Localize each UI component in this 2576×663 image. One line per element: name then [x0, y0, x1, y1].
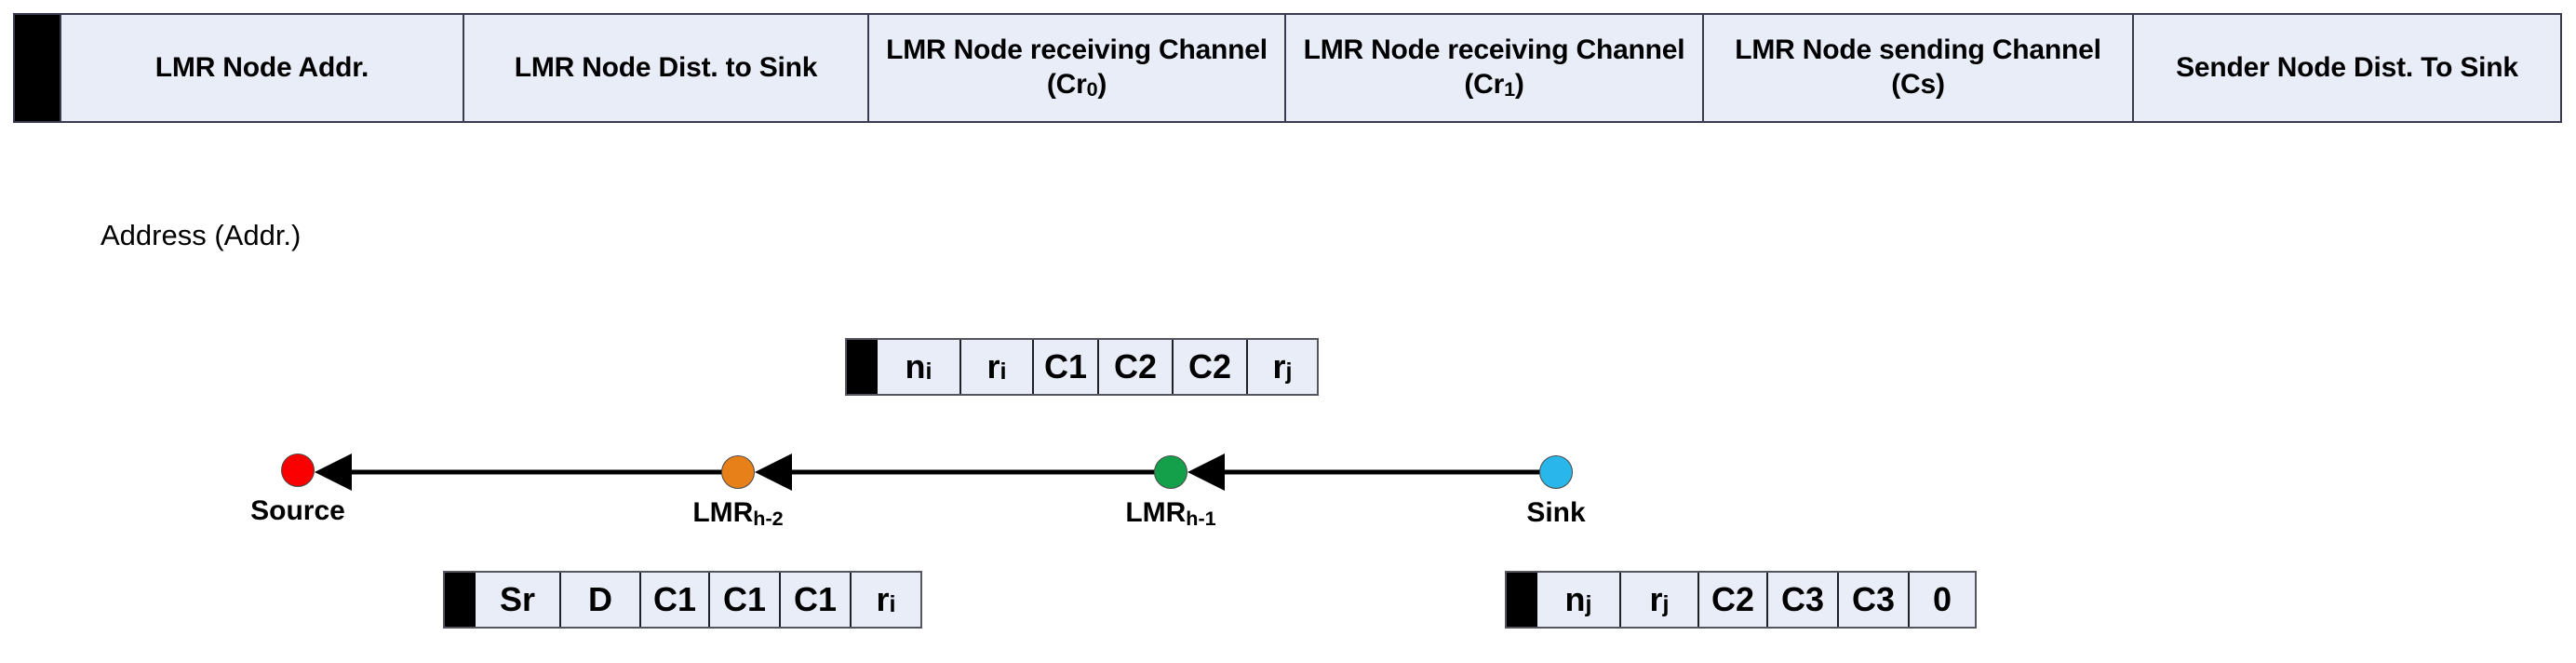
packet-stub-swatch — [847, 340, 878, 394]
packet-field-c3: C3 — [1837, 573, 1908, 627]
packet-field-d: D — [559, 573, 639, 627]
arrow-lmrh1-to-lmrh2 — [755, 453, 1171, 491]
arrow-lmrh2-to-source — [315, 453, 738, 491]
packet-field-label: n — [905, 347, 926, 386]
legend-cell-lmr-send-cs: LMR Node sending Channel (Cs) — [1702, 15, 2132, 121]
node-label-lmr-h-1: LMRh-1 — [1125, 497, 1216, 531]
arrow-head — [1187, 453, 1225, 491]
packet-stub-swatch — [1507, 573, 1537, 627]
packet-field-label: r — [876, 580, 890, 618]
legend-label-sender-dist-sink: Sender Node Dist. To Sink — [2176, 51, 2518, 83]
packet-field-label: C1 — [1043, 347, 1088, 386]
packet-field-label: C2 — [1113, 347, 1158, 386]
packet-field-label: C2 — [1711, 580, 1755, 618]
node-label-source: Source — [250, 495, 345, 527]
packet-stub-swatch — [445, 573, 476, 627]
legend-cell-lmr-recv-cr1: LMR Node receiving Channel (Cr1) — [1284, 15, 1702, 121]
node-label-lmr-h-2: LMRh-2 — [692, 497, 784, 531]
legend-cell-lmr-node-addr: LMR Node Addr. — [60, 15, 463, 121]
packet-field-c1: C1 — [708, 573, 779, 627]
legend-label-lmr-node-addr: LMR Node Addr. — [154, 51, 369, 83]
legend-cell-sender-dist-sink: Sender Node Dist. To Sink — [2132, 15, 2560, 121]
legend-label-lmr-node-dist-sink: LMR Node Dist. to Sink — [514, 51, 818, 83]
node-source[interactable] — [281, 453, 315, 487]
chain-arrows — [315, 453, 1556, 491]
packet-field-subscript: j — [1285, 358, 1293, 385]
packet-field-c1: C1 — [1032, 340, 1097, 394]
node-lmr-h-2[interactable] — [721, 455, 755, 489]
arrow-sink-to-lmrh1 — [1187, 453, 1556, 491]
packet-field-subscript: i — [1000, 358, 1007, 385]
packet-field-label: n — [1564, 580, 1586, 618]
packet-field-label: r — [1272, 347, 1286, 386]
legend-label-lmr-send-cs: LMR Node sending Channel (Cs) — [1735, 34, 2101, 100]
legend-table: LMR Node Addr. LMR Node Dist. to Sink LM… — [13, 13, 2562, 123]
packet-field-label: C1 — [793, 580, 838, 618]
legend-label-lmr-recv-cr1: LMR Node receiving Channel (Cr1) — [1303, 34, 1685, 101]
legend-sub-cr1: 1 — [1504, 77, 1515, 101]
packet-field-c3: C3 — [1766, 573, 1837, 627]
arrow-head — [755, 453, 792, 491]
node-label-text: Sink — [1526, 497, 1586, 528]
node-label-text: LMR — [692, 497, 754, 528]
packet-field-label: r — [986, 347, 1000, 386]
node-sink[interactable] — [1539, 455, 1573, 489]
legend-cell-lmr-node-dist-sink: LMR Node Dist. to Sink — [463, 15, 867, 121]
packet-field-subscript: i — [889, 590, 896, 617]
packet-field-c2: C2 — [1697, 573, 1766, 627]
packet-field-label: 0 — [1932, 580, 1952, 618]
node-label-subscript: h-1 — [1186, 507, 1216, 531]
packet-field-subscript: i — [925, 358, 932, 385]
node-lmr-h-1[interactable] — [1154, 455, 1187, 489]
legend-cell-lmr-recv-cr0: LMR Node receiving Channel (Cr0) — [867, 15, 1284, 121]
packet-field-label: C3 — [1851, 580, 1896, 618]
packet-field-c1: C1 — [779, 573, 850, 627]
packet-field-label: C2 — [1187, 347, 1232, 386]
packet-field-sr: Sr — [476, 573, 559, 627]
packet-field-label: C1 — [652, 580, 697, 618]
packet-field-label: r — [1649, 580, 1663, 618]
packet-field-label: C1 — [722, 580, 767, 618]
packet-field-label: Sr — [499, 580, 536, 618]
node-label-text: Source — [250, 495, 345, 526]
node-label-sink: Sink — [1526, 497, 1585, 529]
packet-field-subscript: j — [1585, 590, 1592, 617]
node-label-text: LMR — [1125, 497, 1187, 528]
arrow-head — [315, 453, 352, 491]
address-caption: Address (Addr.) — [101, 219, 302, 251]
packet-field-label: D — [588, 580, 612, 618]
packet-field-c2: C2 — [1097, 340, 1172, 394]
packet-field-c1: C1 — [639, 573, 708, 627]
node-label-subscript: h-2 — [753, 507, 784, 531]
packet-field-0: 0 — [1908, 573, 1975, 627]
packet-field-c2: C2 — [1172, 340, 1246, 394]
legend-stub-swatch — [15, 15, 60, 121]
legend-label-lmr-recv-cr0: LMR Node receiving Channel (Cr0) — [886, 34, 1268, 101]
packet-field-subscript: j — [1662, 590, 1670, 617]
legend-sub-cr0: 0 — [1086, 77, 1098, 101]
packet-field-label: C3 — [1780, 580, 1825, 618]
